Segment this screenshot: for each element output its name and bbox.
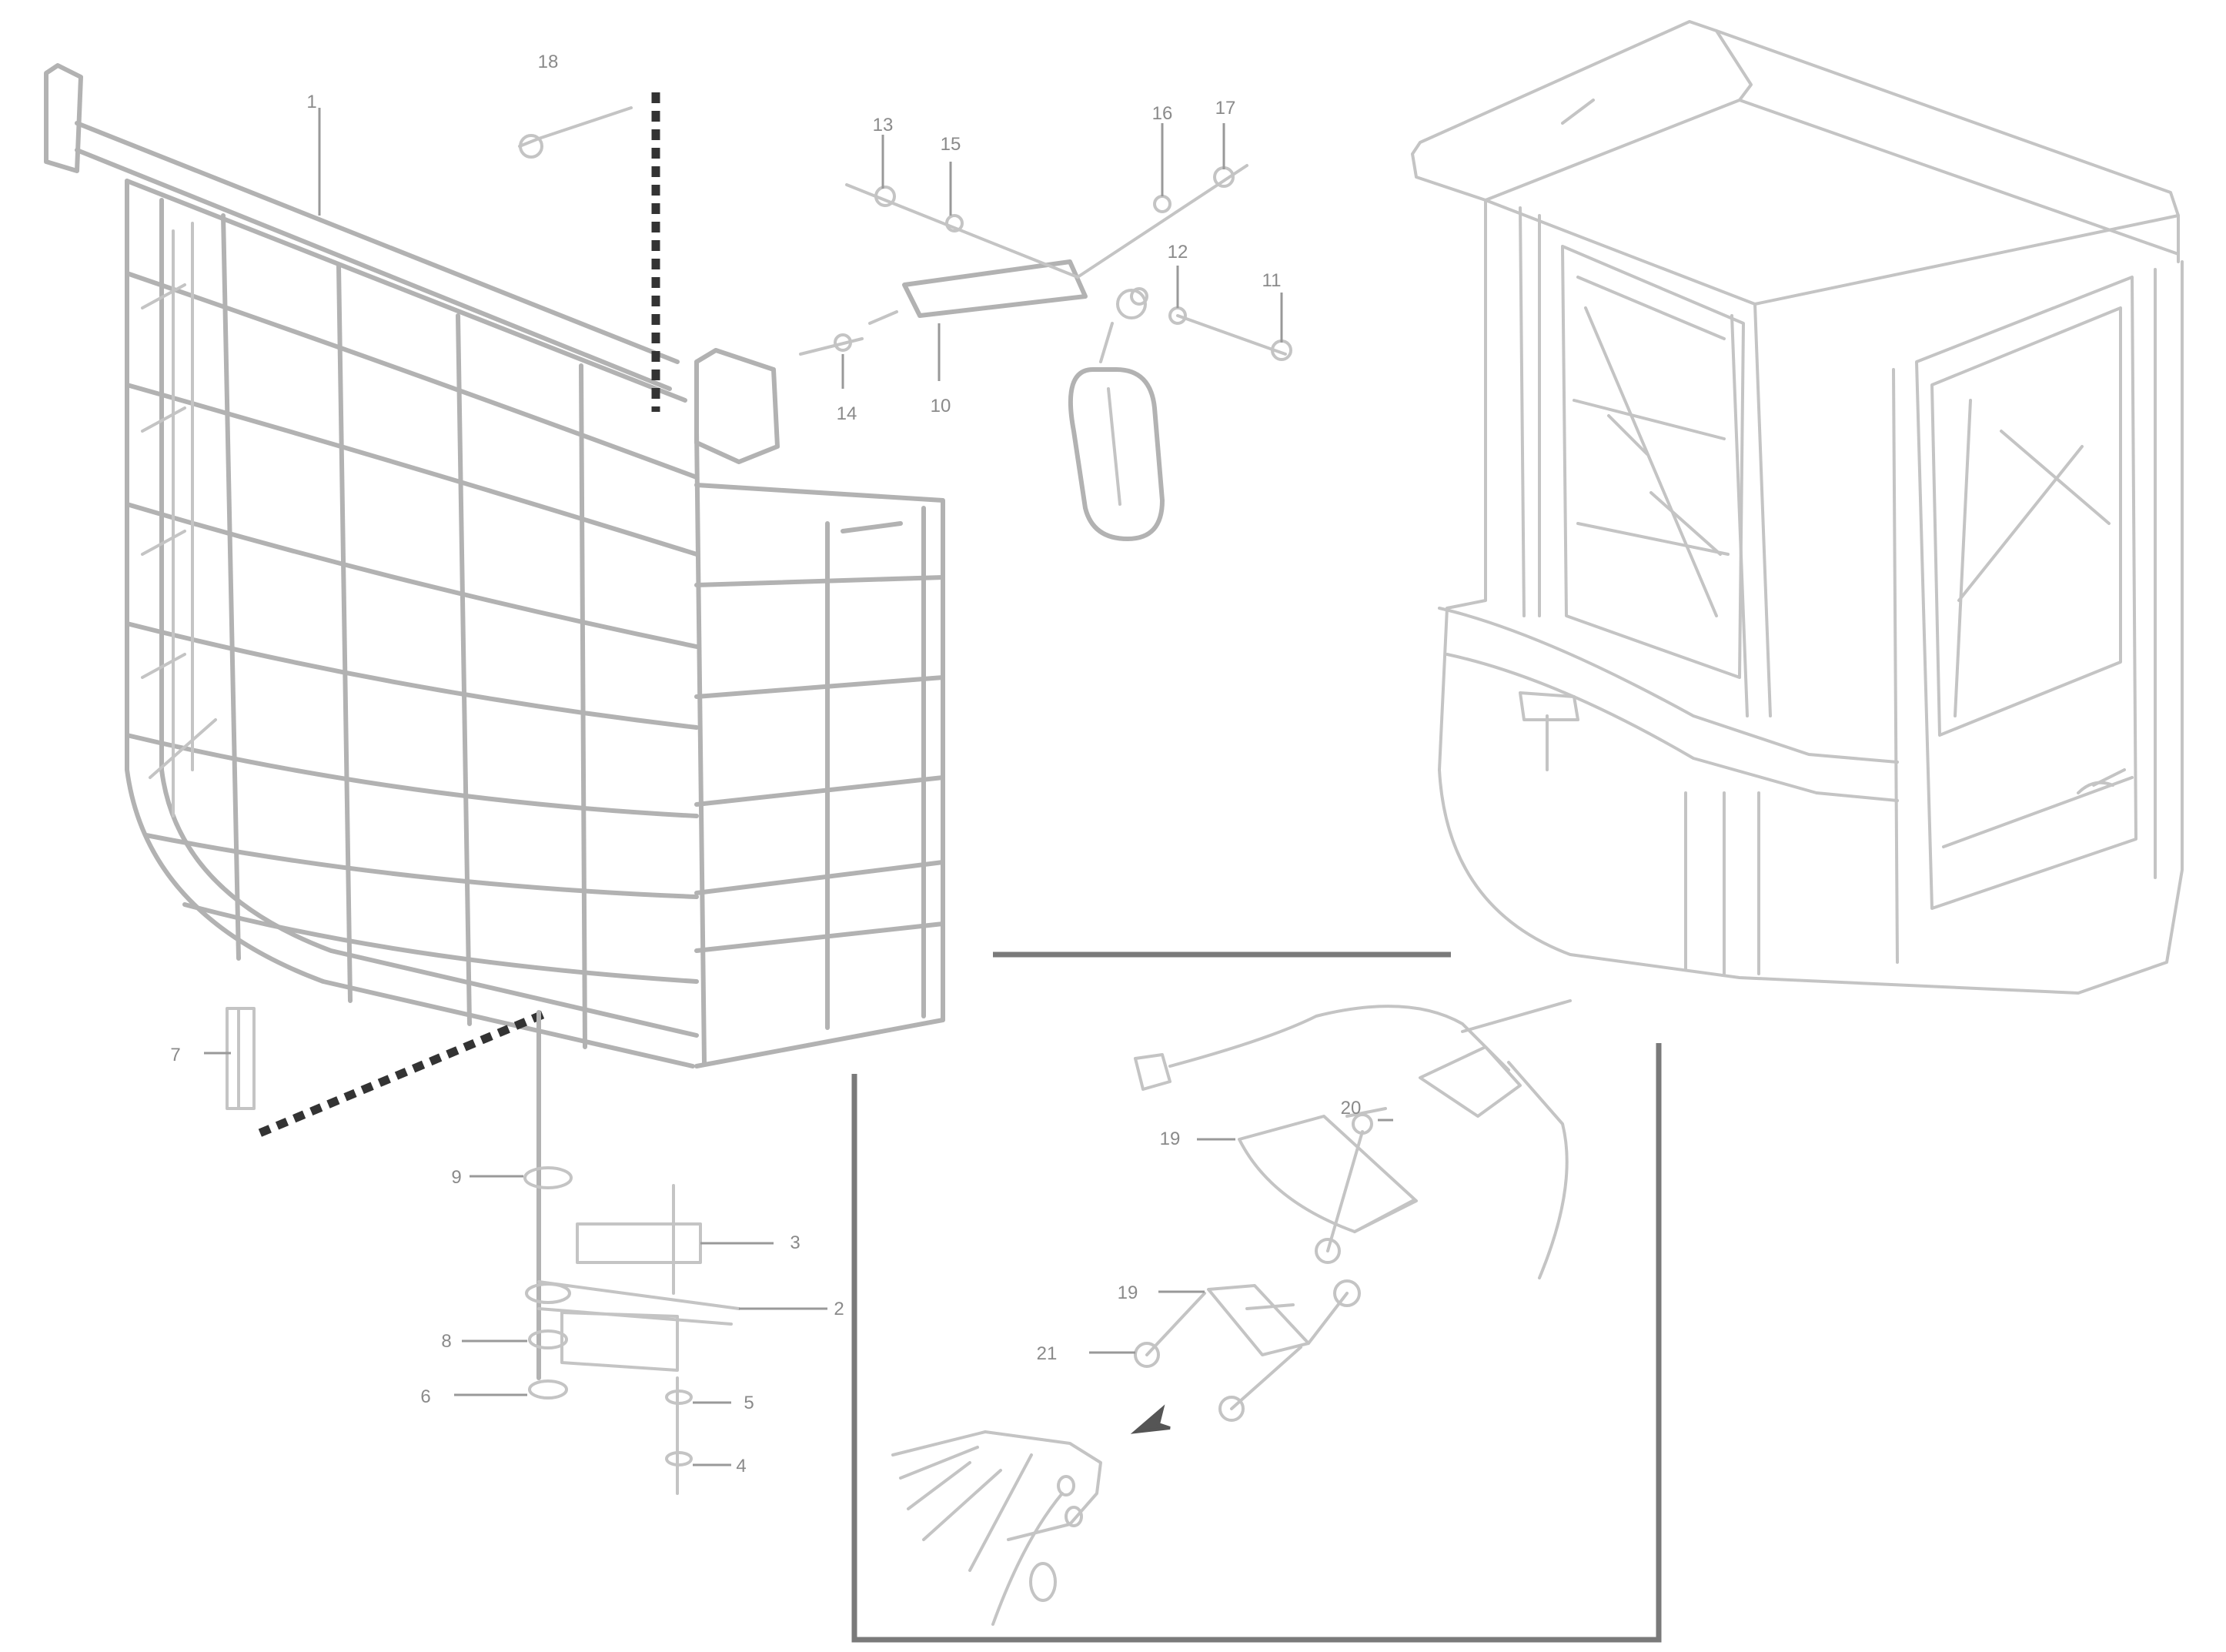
part-label-4: 4 xyxy=(736,1456,746,1476)
mirror-assembly xyxy=(518,106,1292,541)
part-label-21: 21 xyxy=(1037,1343,1058,1364)
part-label-12: 12 xyxy=(1168,242,1188,263)
part-label-1: 1 xyxy=(306,92,316,112)
part-label-14: 14 xyxy=(837,403,857,424)
leader-lines xyxy=(204,108,1393,1466)
part-label-15: 15 xyxy=(941,134,961,155)
part-label-7: 7 xyxy=(170,1045,180,1065)
part-label-10: 10 xyxy=(931,396,951,416)
cab-guard-grille xyxy=(44,63,945,1068)
part-label-19-lower: 19 xyxy=(1118,1282,1138,1303)
hinge-parts xyxy=(226,1007,740,1495)
part-label-11: 11 xyxy=(1262,270,1282,291)
part-label-6: 6 xyxy=(420,1386,430,1407)
part-label-13: 13 xyxy=(873,115,894,135)
part-label-8: 8 xyxy=(441,1331,451,1352)
part-label-2: 2 xyxy=(834,1299,844,1319)
dashed-connectors xyxy=(252,92,660,1140)
excavator-cab xyxy=(1411,20,2184,995)
part-label-18: 18 xyxy=(538,52,559,72)
part-label-9: 9 xyxy=(451,1167,461,1188)
part-label-20: 20 xyxy=(1341,1098,1362,1119)
part-label-17: 17 xyxy=(1215,98,1236,119)
part-label-5: 5 xyxy=(744,1393,754,1413)
part-label-19-upper: 19 xyxy=(1160,1129,1181,1149)
detail-inset xyxy=(851,951,1662,1643)
part-label-16: 16 xyxy=(1152,103,1173,124)
part-label-3: 3 xyxy=(790,1232,800,1253)
part-labels: 1 18 13 15 16 17 12 11 14 10 7 9 3 2 8 6… xyxy=(170,52,1361,1476)
